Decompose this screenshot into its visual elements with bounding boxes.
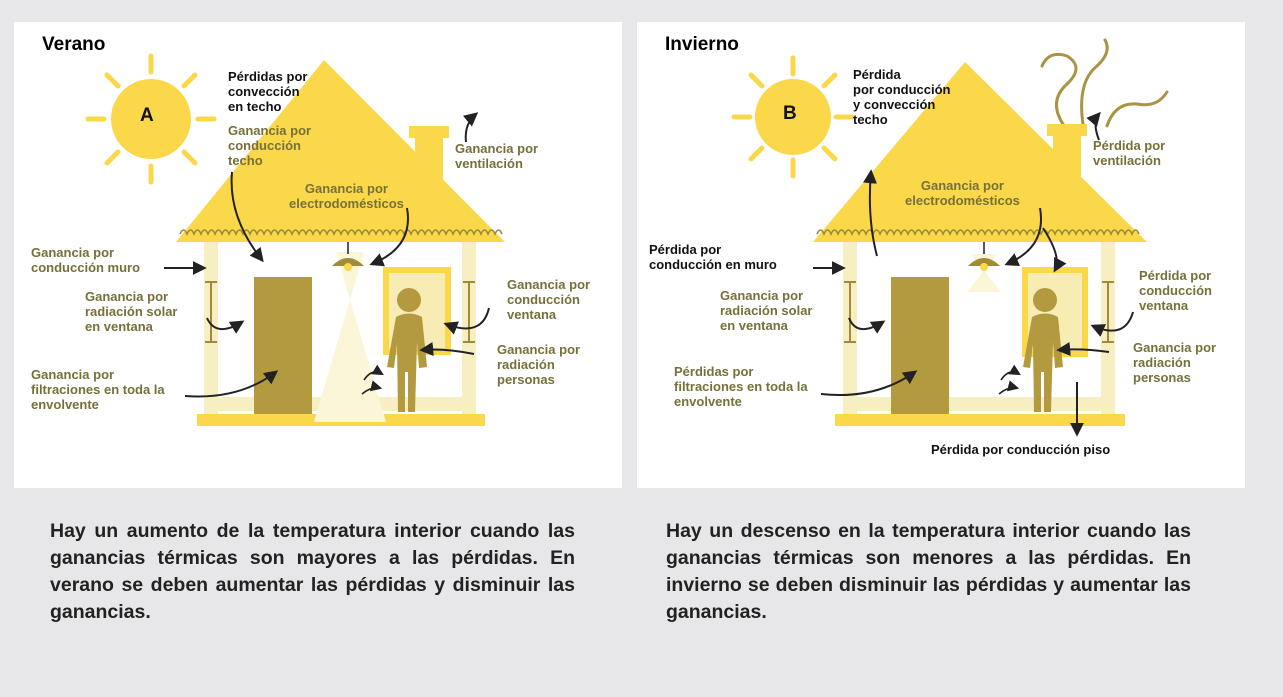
label-ventilation-gain: Ganancia por ventilación [455, 141, 539, 171]
label-infiltration-loss: Pérdidas por filtraciones en toda la env… [674, 364, 808, 409]
floor [835, 414, 1125, 426]
lamp-icon [967, 242, 1001, 292]
label-roof-loss: Pérdida por conducción y convección tech… [853, 67, 951, 127]
label-roof-conduction-gain: Ganancia por conducción techo [228, 123, 312, 168]
label-infiltration-gain: Ganancia por filtraciones en toda la env… [31, 367, 165, 412]
sun-icon [731, 55, 855, 179]
label-window-conduction-gain: Ganancia por conducción ventana [507, 277, 591, 322]
label-people-gain: Ganancia por radiación personas [497, 342, 581, 387]
lamp-icon [314, 242, 386, 422]
label-wall-conduction-gain: Ganancia por conducción muro [31, 245, 141, 275]
winter-title: Invierno [665, 34, 739, 55]
label-window-conduction-loss: Pérdida por conducción ventana [1139, 268, 1212, 313]
summer-caption: Hay un aumento de la temperatura interio… [50, 520, 575, 623]
roof [176, 60, 505, 242]
smoke-icon [1040, 38, 1169, 129]
winter-panel: Invierno B Pérdida por conducción y conv… [637, 22, 1245, 488]
summer-house-illustration [85, 53, 505, 426]
label-ventilation-loss: Pérdida por ventilación [1093, 138, 1166, 168]
sun-icon [85, 53, 217, 185]
label-window-solar-gain: Ganancia por radiación solar en ventana [85, 289, 178, 334]
roof [813, 62, 1147, 242]
sun-letter-b: B [783, 103, 797, 124]
label-appliances-gain: Ganancia por electrodomésticos [905, 178, 1020, 208]
label-roof-convection-loss: Pérdidas por convección en techo [228, 69, 308, 114]
summer-title: Verano [42, 34, 106, 55]
door [891, 277, 949, 414]
label-people-gain: Ganancia por radiación personas [1133, 340, 1217, 385]
person-icon [387, 288, 427, 412]
sun-letter-a: A [140, 105, 154, 126]
winter-house-illustration [731, 38, 1169, 437]
label-appliances-gain: Ganancia por electrodomésticos [289, 181, 404, 211]
label-window-solar-gain: Ganancia por radiación solar en ventana [720, 288, 813, 333]
door [254, 277, 312, 414]
label-floor-conduction-loss: Pérdida por conducción piso [931, 442, 1111, 457]
person-icon [1023, 288, 1063, 412]
winter-caption: Hay un descenso en la temperatura interi… [666, 520, 1191, 623]
summer-panel: Verano A Pérdidas por convección en tech… [14, 22, 622, 488]
label-wall-conduction-loss: Pérdida por conducción en muro [649, 242, 777, 272]
